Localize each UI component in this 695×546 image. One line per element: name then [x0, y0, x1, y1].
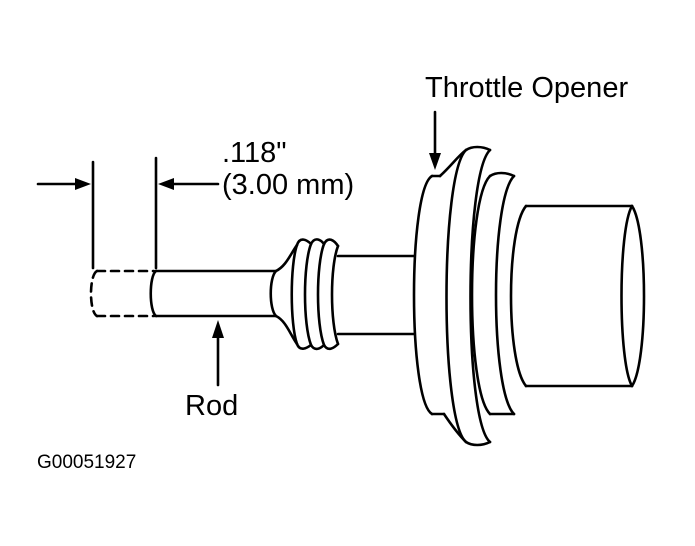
- figure-code: G00051927: [37, 452, 137, 473]
- disc-rear: [470, 171, 516, 416]
- throttle-opener-pointer: [429, 110, 441, 170]
- rod-label: Rod: [185, 390, 239, 422]
- dimension-inches-label: .118": [222, 137, 287, 169]
- dimension-arrow-left: [36, 178, 91, 190]
- rod-extended-outline: [89, 269, 156, 318]
- throttle-opener-label: Throttle Opener: [425, 72, 629, 104]
- cylinder-body: [509, 204, 646, 388]
- threaded-section: [290, 238, 340, 351]
- dimension-mm-label: (3.00 mm): [222, 169, 355, 201]
- flange-main: [438, 145, 492, 447]
- shaft: [336, 254, 416, 336]
- dimension-arrow-right: [158, 178, 220, 190]
- rod: [149, 269, 278, 318]
- flange-front: [412, 174, 446, 416]
- rod-pointer: [212, 320, 224, 387]
